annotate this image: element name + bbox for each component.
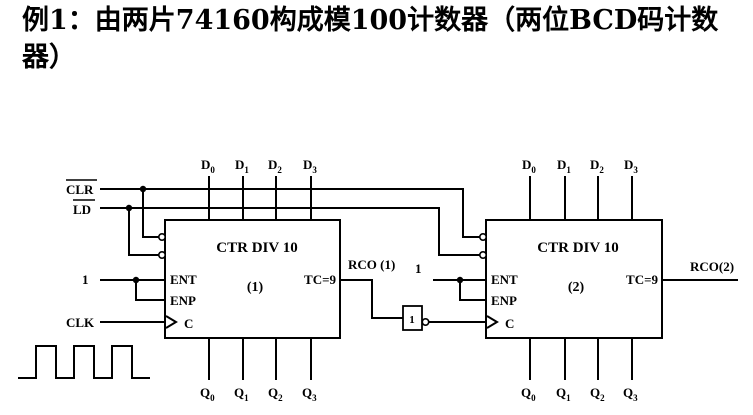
enp-1-line	[135, 280, 165, 301]
counter-2-ent-label: ENT	[491, 272, 518, 287]
ld-line	[100, 207, 480, 256]
counter-2-q1-label: Q1	[556, 385, 571, 403]
counter-1-clock-triangle	[165, 315, 178, 329]
enp-2-line	[459, 280, 486, 301]
ld-branch-1	[128, 208, 159, 256]
counter-1-index: (1)	[247, 280, 264, 295]
rco-1-line	[340, 279, 403, 319]
counter-1-label: CTR DIV 10	[216, 240, 297, 256]
clock-input: CLK	[18, 315, 166, 379]
counter-2-index: (2)	[568, 280, 585, 295]
carry-chain: RCO (1) 1 RCO(2)	[340, 257, 738, 331]
counter-2-clock-triangle	[486, 315, 499, 329]
counter-2-q3-label: Q3	[623, 385, 638, 403]
clock-waveform	[18, 345, 150, 379]
counter-2-label: CTR DIV 10	[537, 240, 618, 256]
counter-2-enp-label: ENP	[491, 293, 517, 308]
counter-1-d1-label: D1	[235, 157, 249, 175]
counter-1-q3-label: Q3	[302, 385, 317, 403]
counter-1-outputs: Q0 Q1 Q2 Q3	[200, 338, 317, 403]
counter-2-q2-label: Q2	[590, 385, 605, 403]
counter-2: CTR DIV 10 (2) ENT ENP C TC=9	[478, 219, 663, 339]
ld-junction	[125, 204, 133, 212]
counter-1-ent-label: ENT	[170, 272, 197, 287]
ld-signal-label: LD	[73, 202, 91, 217]
counter-2-q0-label: Q0	[521, 385, 536, 403]
counter-1-d0-label: D0	[201, 157, 215, 175]
inverter-gate	[402, 305, 423, 331]
enable-2-junction	[456, 276, 464, 284]
enable-1-one-label: 1	[82, 272, 89, 287]
counter-2-clr-bubble	[478, 233, 487, 242]
counter-2-ld-bubble	[478, 251, 487, 260]
counter-1-q0-label: Q0	[200, 385, 215, 403]
inverter-label: 1	[409, 314, 415, 326]
counter-1-enp-label: ENP	[170, 293, 196, 308]
counter-2-clk-pin-label: C	[505, 316, 514, 331]
counter-2-d0-label: D0	[522, 157, 536, 175]
counter-1-q1-label: Q1	[234, 385, 249, 403]
counter-2-data-inputs: D0 D1 D2 D3	[522, 157, 638, 220]
counter-2-outputs: Q0 Q1 Q2 Q3	[521, 338, 638, 403]
clr-signal-label: CLR	[66, 182, 94, 197]
counter-1-q2-label: Q2	[268, 385, 283, 403]
inverter-bubble	[421, 317, 430, 326]
counter-1-clk-pin-label: C	[184, 316, 193, 331]
clr-ld-bus: CLR LD	[66, 179, 480, 256]
clr-branch-1	[142, 189, 159, 238]
counter-1-tc-label: TC=9	[304, 272, 336, 287]
clk-signal-label: CLK	[66, 315, 95, 330]
counter-1-ld-bubble	[158, 251, 167, 260]
clr-line	[100, 188, 480, 238]
counter-1-box	[164, 219, 341, 339]
counter-2-tc-label: TC=9	[626, 272, 658, 287]
counter-1-data-inputs: D0 D1 D2 D3	[201, 157, 317, 220]
counter-1-clr-bubble	[158, 233, 167, 242]
enable-1-junction	[132, 276, 140, 284]
rco-2-label: RCO(2)	[690, 259, 734, 274]
counter-2-d1-label: D1	[557, 157, 571, 175]
counter-1-d2-label: D2	[268, 157, 282, 175]
rco-1-label: RCO (1)	[348, 257, 395, 272]
diagram-title: 例1：由两片74160构成模100计数器（两位BCD码计数器）	[22, 5, 719, 73]
counter-2-box	[485, 219, 663, 339]
clr-junction	[139, 185, 147, 193]
enable-inputs: 1 1	[82, 261, 486, 301]
counter-1-d3-label: D3	[303, 157, 317, 175]
enable-2-one-label: 1	[415, 261, 422, 276]
counter-1: CTR DIV 10 (1) ENT ENP C TC=9	[158, 219, 341, 339]
counter-2-d3-label: D3	[624, 157, 638, 175]
counter-2-d2-label: D2	[590, 157, 604, 175]
